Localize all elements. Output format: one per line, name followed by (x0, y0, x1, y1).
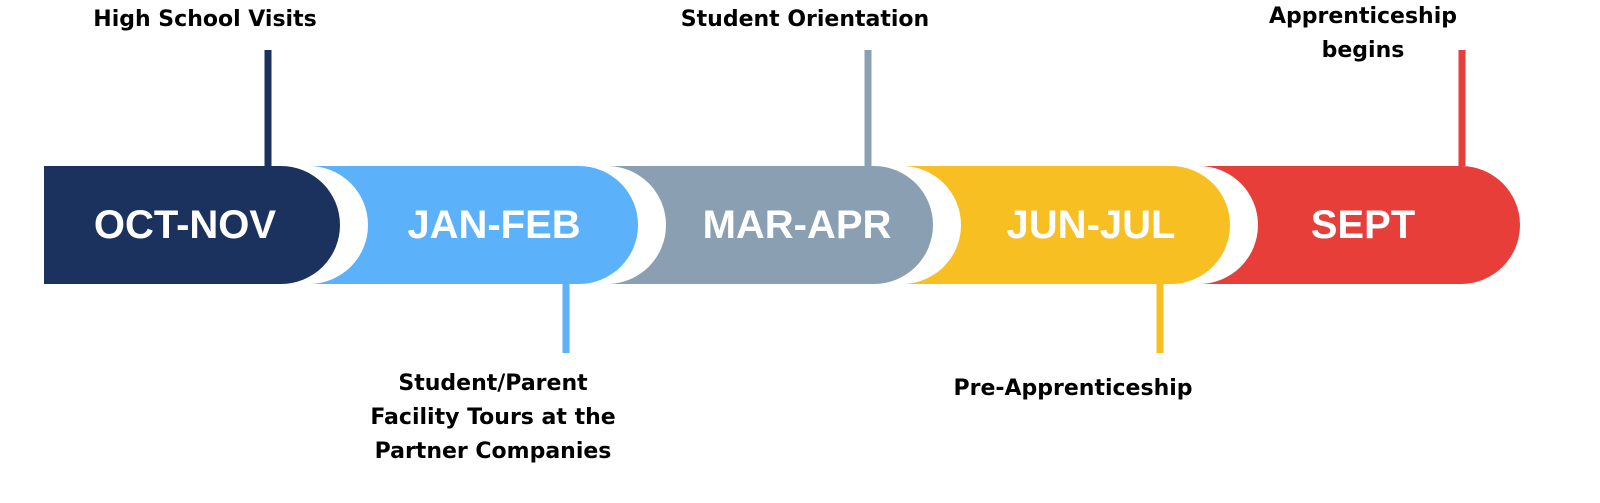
segment-shape (595, 166, 933, 284)
milestone-label: Pre-Apprenticeship (953, 376, 1193, 401)
phase-label: SEPT (1311, 203, 1415, 247)
segment-shape (44, 166, 340, 284)
phase-label: MAR-APR (703, 203, 892, 247)
phase-segment-jun-jul: JUN-JUL (890, 166, 1258, 284)
milestone-label: Student/Parent Facility Tours at the Par… (370, 371, 616, 464)
phase-label: OCT-NOV (94, 203, 277, 247)
milestone-label: Student Orientation (680, 7, 930, 32)
phase-label: JUN-JUL (1007, 203, 1176, 247)
segment-shape (300, 166, 638, 284)
phase-segment-oct-nov: OCT-NOV (44, 166, 368, 284)
milestone-label: Apprenticeship begins (1268, 4, 1458, 63)
segment-shape (1195, 166, 1520, 284)
phase-segment-sept: SEPT (1195, 166, 1520, 284)
milestone-label: High School Visits (93, 7, 317, 32)
segment-shape (890, 166, 1230, 284)
phase-segment-mar-apr: MAR-APR (595, 166, 961, 284)
phase-label: JAN-FEB (407, 203, 580, 247)
phase-segment-jan-feb: JAN-FEB (300, 166, 666, 284)
